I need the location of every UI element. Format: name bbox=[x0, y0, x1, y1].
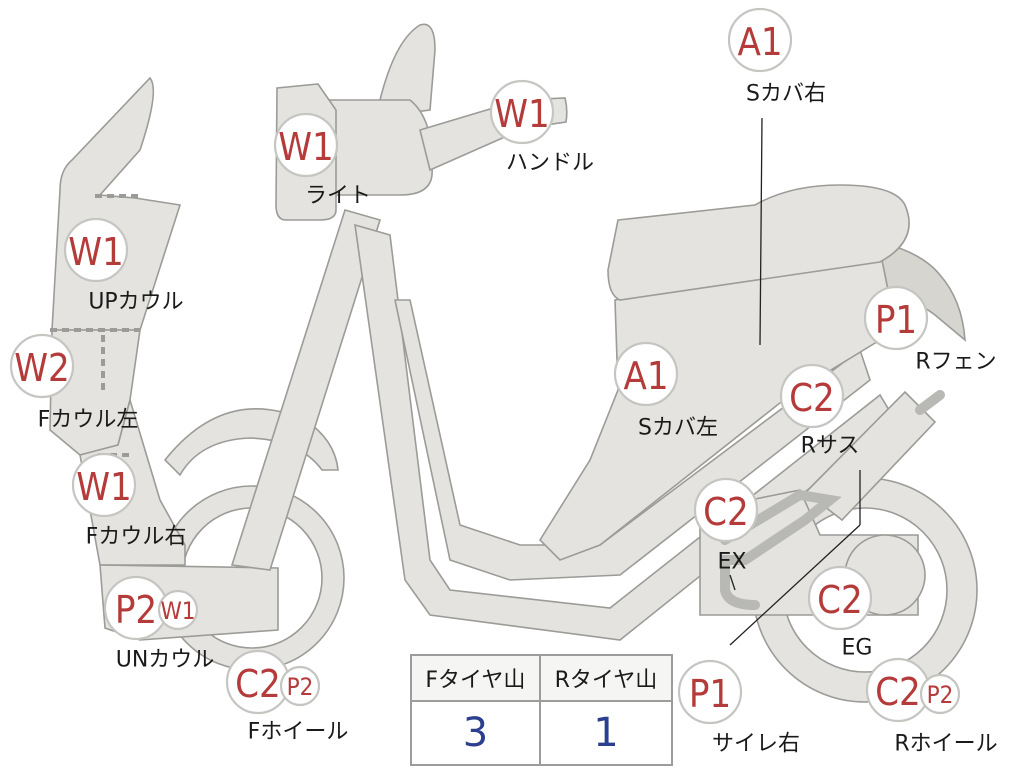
leader-muffler bbox=[729, 524, 861, 646]
seat-shape bbox=[607, 184, 910, 301]
grade-text: W1 bbox=[76, 465, 132, 509]
badge-w2-front-cowl-left[interactable]: W2 bbox=[9, 333, 75, 399]
front-tire-tread-header: Fタイヤ山 bbox=[410, 654, 541, 702]
grade-text: C2 bbox=[789, 376, 835, 420]
grade-text: W1 bbox=[278, 125, 334, 169]
tire-table-value-row: 3 1 bbox=[410, 700, 674, 766]
badge-p2-front-wheel-sub[interactable]: P2 bbox=[279, 665, 321, 707]
label-seat-left: Sカバ左 bbox=[638, 416, 718, 441]
label-muffler-right: サイレ右 bbox=[712, 732, 800, 757]
label-seat-right: Sカバ右 bbox=[746, 82, 826, 107]
front-fork-shape bbox=[230, 209, 382, 571]
label-front-cowl-left: Fカウル左 bbox=[38, 408, 139, 433]
grade-text: W1 bbox=[494, 92, 550, 136]
label-front-wheel: Fホイール bbox=[248, 720, 349, 745]
windshield-shape bbox=[379, 23, 436, 116]
grade-text: C2 bbox=[235, 662, 281, 706]
badge-a1-seat-left[interactable]: A1 bbox=[613, 341, 679, 407]
label-engine: EG bbox=[842, 636, 873, 661]
frame-tube-shape bbox=[354, 223, 897, 641]
rear-tire-tread-header: Rタイヤ山 bbox=[538, 654, 674, 702]
badge-c2-exhaust[interactable]: C2 bbox=[693, 477, 759, 543]
label-exhaust: EX bbox=[718, 550, 747, 575]
badge-w1-handle[interactable]: W1 bbox=[489, 79, 555, 145]
headlight-housing-shape bbox=[314, 99, 434, 196]
label-light: ライト bbox=[305, 184, 371, 209]
suspension-bolt-shape bbox=[915, 390, 945, 415]
tire-tread-table: Fタイヤ山 Rタイヤ山 3 1 bbox=[410, 654, 674, 766]
badge-p1-rear-fender[interactable]: P1 bbox=[863, 285, 929, 351]
sub-grade-text: W1 bbox=[160, 597, 195, 625]
badge-w1-light[interactable]: W1 bbox=[273, 112, 339, 178]
badge-c2-rear-suspension[interactable]: C2 bbox=[779, 363, 845, 429]
grade-text: A1 bbox=[623, 354, 668, 398]
grade-text: C2 bbox=[817, 578, 863, 622]
rear-body-shape bbox=[538, 249, 891, 561]
front-tire-tread-value: 3 bbox=[410, 700, 541, 766]
leader-ex bbox=[729, 574, 736, 591]
label-handle: ハンドル bbox=[506, 151, 594, 176]
badge-a1-seat-right[interactable]: A1 bbox=[727, 7, 793, 73]
badge-w1-under-cowl-sub[interactable]: W1 bbox=[157, 589, 199, 631]
grade-text: C2 bbox=[703, 490, 749, 534]
grade-text: W1 bbox=[68, 230, 124, 274]
label-rear-suspension: Rサス bbox=[801, 434, 860, 459]
badge-c2-engine[interactable]: C2 bbox=[807, 565, 873, 631]
leader-seat-right bbox=[759, 117, 763, 346]
grade-text: A1 bbox=[737, 20, 782, 64]
exhaust-pipe-shape bbox=[720, 489, 842, 610]
sub-grade-text: P2 bbox=[927, 681, 954, 709]
badge-w1-front-cowl-right[interactable]: W1 bbox=[71, 452, 137, 518]
label-rear-wheel: Rホイール bbox=[894, 732, 997, 757]
tire-table-header-row: Fタイヤ山 Rタイヤ山 bbox=[410, 654, 674, 702]
badge-w1-upper-cowl[interactable]: W1 bbox=[63, 217, 129, 283]
rear-shock-shape bbox=[804, 390, 937, 522]
grade-text: P1 bbox=[689, 672, 731, 716]
badge-c2-rear-wheel[interactable]: C2 bbox=[865, 657, 931, 723]
label-rear-fender: Rフェン bbox=[915, 350, 996, 375]
grade-text: P1 bbox=[875, 298, 917, 342]
label-front-cowl-right: Fカウル右 bbox=[86, 525, 187, 550]
badge-p2-rear-wheel-sub[interactable]: P2 bbox=[919, 673, 961, 715]
badge-p2-under-cowl[interactable]: P2 bbox=[103, 575, 169, 641]
rear-tire-tread-value: 1 bbox=[538, 700, 674, 766]
sub-grade-text: P2 bbox=[287, 673, 314, 701]
badge-p1-muffler-right[interactable]: P1 bbox=[677, 659, 743, 725]
grade-text: P2 bbox=[115, 588, 157, 632]
badge-c2-front-wheel[interactable]: C2 bbox=[225, 649, 291, 715]
grade-text: C2 bbox=[875, 670, 921, 714]
label-under-cowl: UNカウル bbox=[116, 648, 215, 673]
label-upper-cowl: UPカウル bbox=[88, 290, 183, 315]
grade-text: W2 bbox=[14, 346, 70, 390]
